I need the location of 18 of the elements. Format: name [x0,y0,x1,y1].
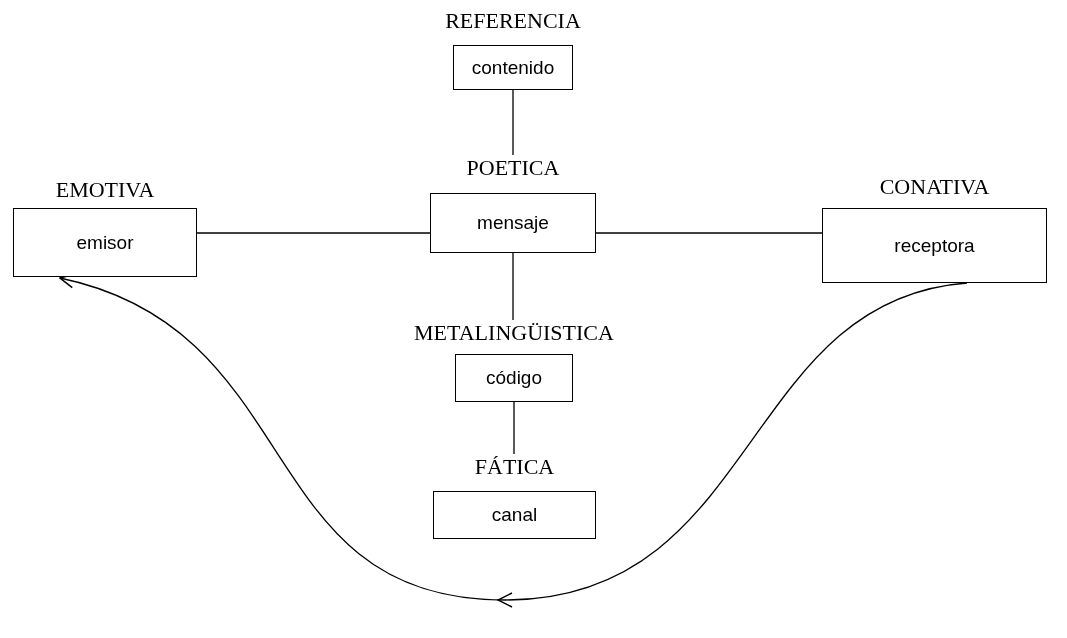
function-heading: POETICA [466,155,560,181]
element-box: receptora [822,208,1047,283]
element-box: código [455,354,573,402]
element-box: mensaje [430,193,596,253]
connector-line [196,232,431,234]
connector-line [512,89,514,156]
function-heading: FÁTICA [474,454,555,480]
connector-line [513,401,515,455]
connector-line [512,252,514,321]
function-heading: METALINGÜISTICA [414,320,614,346]
curved-arrow [59,277,968,608]
function-heading: CONATIVA [879,174,990,200]
function-heading: EMOTIVA [55,177,155,203]
element-box: canal [433,491,596,539]
element-box: contenido [453,45,573,90]
function-heading: REFERENCIA [445,8,581,34]
element-box: emisor [13,208,197,277]
connector-line [595,232,823,234]
